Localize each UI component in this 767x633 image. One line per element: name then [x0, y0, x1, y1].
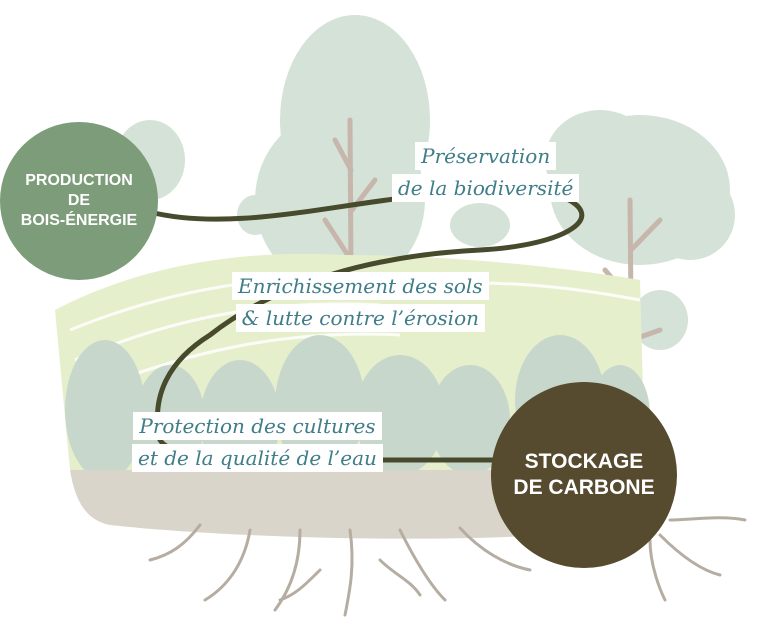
stockage-line1: STOCKAGE: [524, 449, 644, 473]
biodiversite-line2: de la biodiversité: [392, 174, 580, 202]
production-bois-energie-circle: PRODUCTION DE BOIS-ÉNERGIE: [0, 122, 158, 280]
production-line1: PRODUCTION: [25, 172, 133, 189]
label-sols: Enrichissement des sols & lutte contre l…: [232, 272, 489, 336]
stockage-carbone-circle: STOCKAGE DE CARBONE: [491, 382, 677, 568]
sols-line2: & lutte contre l’érosion: [235, 304, 485, 332]
production-line3: BOIS-ÉNERGIE: [20, 212, 138, 229]
biodiversite-line1: Préservation: [415, 142, 557, 170]
background-trees: [115, 15, 735, 350]
cultures-line1: Protection des cultures: [133, 412, 382, 440]
cultures-line2: et de la qualité de l’eau: [132, 444, 383, 472]
stockage-line2: DE CARBONE: [513, 476, 655, 499]
label-biodiversite: Préservation de la biodiversité: [392, 142, 580, 206]
label-cultures: Protection des cultures et de la qualité…: [132, 412, 383, 476]
roots: [148, 516, 747, 617]
sols-line1: Enrichissement des sols: [232, 272, 489, 300]
production-line2: DE: [67, 192, 91, 209]
